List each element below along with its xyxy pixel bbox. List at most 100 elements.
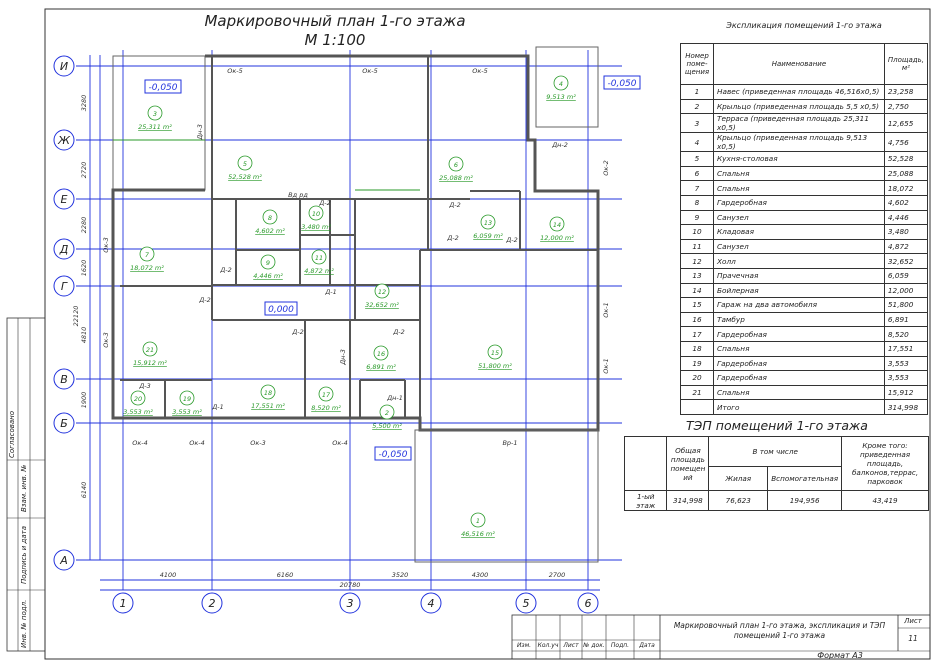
room-area-cell: 12,000 [883,282,929,299]
room-name-cell: Крыльцо (приведенная площадь 5,5 х0,5) [713,98,885,115]
room-number-cell: 15 [680,297,714,313]
room-mark: 94,446 m² [253,254,283,280]
title-block-sheet-label: Лист [904,617,922,625]
tep-header-total: Общая площадь помещен ий [666,436,710,491]
tb-col-list: Лист [563,642,579,649]
room-area-cell: 32,652 [883,253,929,269]
room-mark: 136,059 m² [473,214,503,240]
door-window-label: Ок-5 [362,67,378,75]
room-name-cell: Терраса (приведенная площадь 25,311 х0,5… [713,113,885,134]
svg-text:1: 1 [476,517,480,525]
door-window-label: Д-1 [324,288,337,296]
tep-total-value: 314,998 [666,490,710,511]
tep-empty-header [623,436,668,491]
door-window-label: Д-2 [392,328,405,336]
col-header-area: Площадь, м² [883,43,929,85]
tep-header-living: Жилая [708,466,769,491]
room-area-cell: 4,446 [883,209,929,226]
door-window-label: Ок-3 [250,439,266,447]
room-number-cell: 9 [680,209,714,226]
door-window-label: Д-2 [291,328,304,336]
svg-text:16: 16 [377,350,385,358]
svg-text:4,446 m²: 4,446 m² [253,272,283,280]
room-area-cell: 2,750 [883,98,929,115]
door-window-label: Д-3 [138,382,151,390]
svg-text:18,072 m²: 18,072 m² [130,264,164,272]
door-window-label: Ок-5 [227,67,243,75]
room-name-cell: Кладовая [713,224,885,240]
axis-bubble-row: В [53,368,75,390]
tep-living-value: 76,623 [708,490,769,511]
stamp-sign-date: Подпись и дата [20,526,28,584]
svg-text:18: 18 [264,389,272,397]
room-mark: 625,088 m² [439,156,473,182]
room-name-cell: Крыльцо (приведенная площадь 9,513 х0,5) [713,132,885,153]
tb-col-podp: Подп. [610,642,630,649]
room-area-cell: 52,528 [883,151,929,167]
total-label: Итого [713,399,885,415]
door-window-label: Ок-1 [602,358,610,374]
svg-text:3: 3 [347,597,354,610]
door-window-label: Д-2 [448,201,461,209]
room-name-cell: Бойлерная [713,282,885,299]
dimension-bottom: 4300 [472,571,489,579]
room-area-cell: 6,059 [883,267,929,284]
axis-bubble-column: 1 [112,592,134,614]
room-mark: 49,513 m² [546,75,576,101]
svg-text:6: 6 [454,161,458,169]
room-number-cell: 12 [680,253,714,269]
tep-extra-value: 43,419 [841,490,929,511]
svg-text:-0,050: -0,050 [148,83,177,93]
svg-text:4: 4 [428,597,435,610]
room-number-cell: 16 [680,311,714,328]
explication-table: Номер поме-щения Наименование Площадь, м… [680,43,929,415]
door-window-label: Дн-1 [386,394,403,402]
svg-text:8,520 m²: 8,520 m² [311,404,341,412]
dimension-left: 1900 [80,392,88,409]
axis-bubble-row: А [53,549,75,571]
room-name-cell: Гардеробная [713,194,885,211]
explication-caption: Экспликация помещений 1-го этажа [726,21,882,30]
room-number-cell: 11 [680,238,714,255]
door-window-label: Д-2 [505,236,518,244]
tep-table: Общая площадь помещен ий В том числе Кро… [623,436,929,511]
svg-text:4,602 m²: 4,602 m² [255,227,285,235]
tep-header-extra: Кроме того: приведенная площадь, балконо… [841,436,929,491]
svg-text:52,528 m²: 52,528 m² [228,173,262,181]
svg-text:17,551 m²: 17,551 m² [251,402,285,410]
room-mark: 20 3,553 m² [123,390,153,416]
dimension-left: 22120 [72,306,80,327]
title-block-sheet-number: 11 [908,634,918,643]
room-number-cell: 14 [680,282,714,299]
axis-bubble-column: 3 [339,592,361,614]
svg-text:В: В [60,373,68,386]
svg-text:6: 6 [585,597,592,610]
svg-text:5: 5 [523,597,530,610]
dimension-bottom: 2700 [549,571,566,579]
room-area-cell: 3,553 [883,370,929,386]
col-header-name: Наименование [713,43,885,85]
room-mark: 25,500 m² [372,404,402,430]
svg-text:3,553 m²: 3,553 m² [123,408,153,416]
svg-text:-0,050: -0,050 [378,450,407,460]
tb-col-izm: Изм. [516,642,532,649]
svg-text:3: 3 [153,110,157,118]
svg-text:Б: Б [60,417,68,430]
door-window-label: Д-2 [318,199,331,207]
svg-text:20: 20 [134,395,142,403]
dimension-left: 2720 [80,162,88,179]
room-area-cell: 18,072 [883,180,929,196]
axis-bubble-column: 5 [515,592,537,614]
door-window-label: Дн-2 [551,141,568,149]
